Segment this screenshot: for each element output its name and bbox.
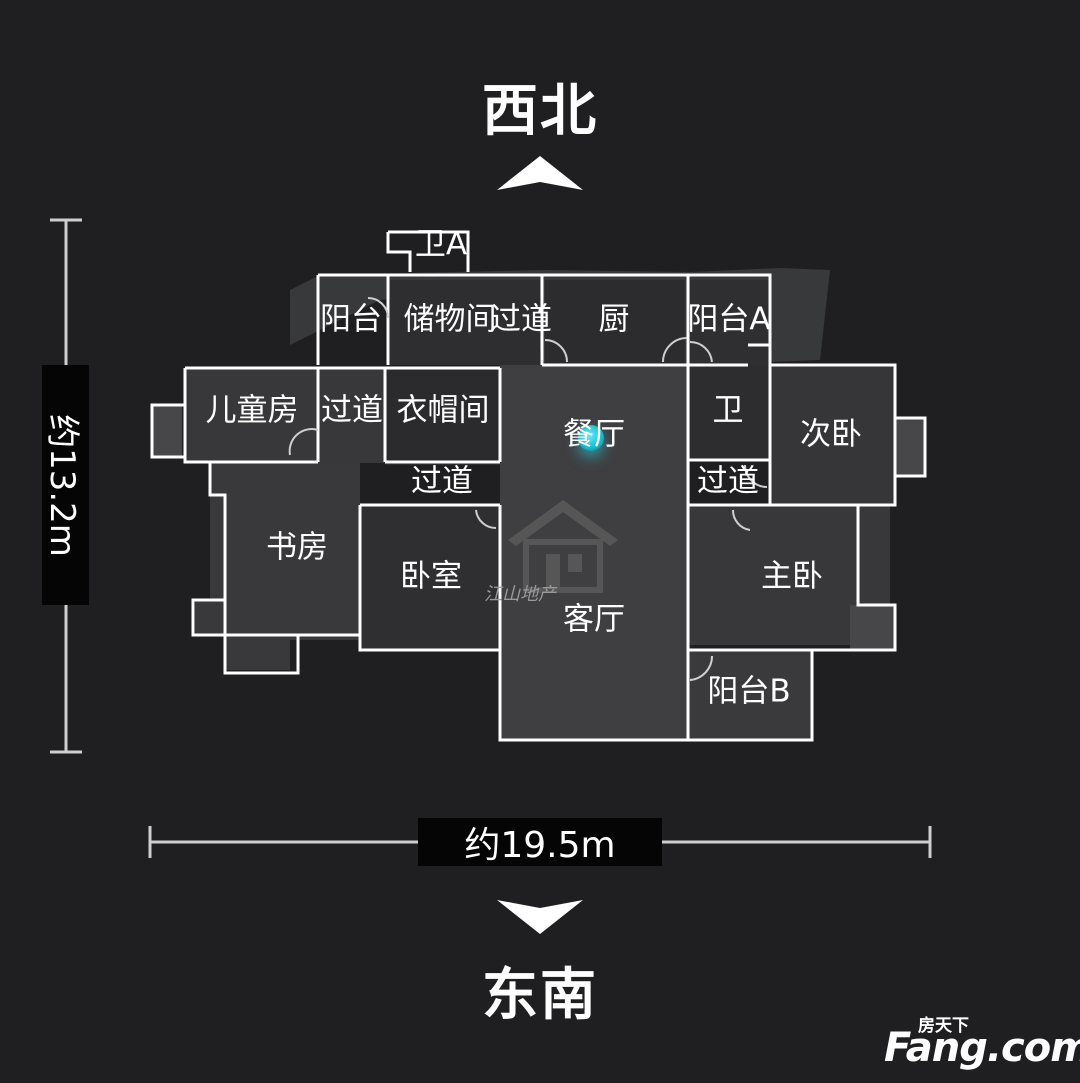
room-label-living[interactable]: 客厅: [563, 601, 625, 638]
room-label-corridor-left[interactable]: 过道: [321, 392, 383, 429]
door-swings: [288, 297, 768, 681]
logo-cn-text: 房天下: [918, 1016, 969, 1036]
room-label-balcony-a[interactable]: 阳台A: [687, 301, 771, 338]
room-label-corridor-mid[interactable]: 过道: [411, 463, 473, 500]
room-label-corridor-top[interactable]: 过道: [490, 301, 552, 338]
watermark-text: 江山地产: [484, 584, 556, 605]
chevron-up-icon[interactable]: [497, 156, 583, 190]
height-dimension-box: 约13.2m: [42, 365, 89, 605]
room-label-master-bedroom[interactable]: 主卧: [761, 558, 823, 595]
room-label-bath-a[interactable]: 卫A: [414, 226, 468, 263]
house-watermark-icon: [508, 500, 618, 593]
chevron-down-icon[interactable]: [497, 900, 583, 934]
width-dimension-label: 约19.5m: [418, 818, 662, 866]
room-label-bedroom[interactable]: 卧室: [400, 558, 462, 595]
room-label-cloakroom[interactable]: 衣帽间: [396, 392, 490, 429]
height-dimension-label: 约13.2m: [42, 413, 83, 557]
north-direction-label: 西北: [482, 79, 598, 144]
room-label-kids-room[interactable]: 儿童房: [205, 392, 299, 429]
room-label-balcony[interactable]: 阳台: [320, 301, 382, 338]
room-label-bath[interactable]: 卫: [712, 392, 744, 429]
room-label-dining[interactable]: 餐厅: [563, 416, 625, 453]
room-label-corridor-right[interactable]: 过道: [697, 463, 759, 500]
room-label-kitchen[interactable]: 厨: [598, 301, 630, 338]
logo-en-text: Fang.com: [884, 1025, 1080, 1071]
scan-texture: [152, 268, 926, 740]
room-label-storage[interactable]: 储物间: [403, 301, 497, 338]
room-label-balcony-b[interactable]: 阳台B: [707, 673, 791, 710]
fang-logo: 房天下 Fang.com: [884, 1011, 1080, 1071]
room-label-study[interactable]: 书房: [266, 529, 328, 566]
camera-position-icon[interactable]: [578, 425, 604, 451]
south-direction-label: 东南: [482, 963, 598, 1028]
room-label-second-bedroom[interactable]: 次卧: [800, 416, 862, 453]
walls: [150, 230, 927, 742]
